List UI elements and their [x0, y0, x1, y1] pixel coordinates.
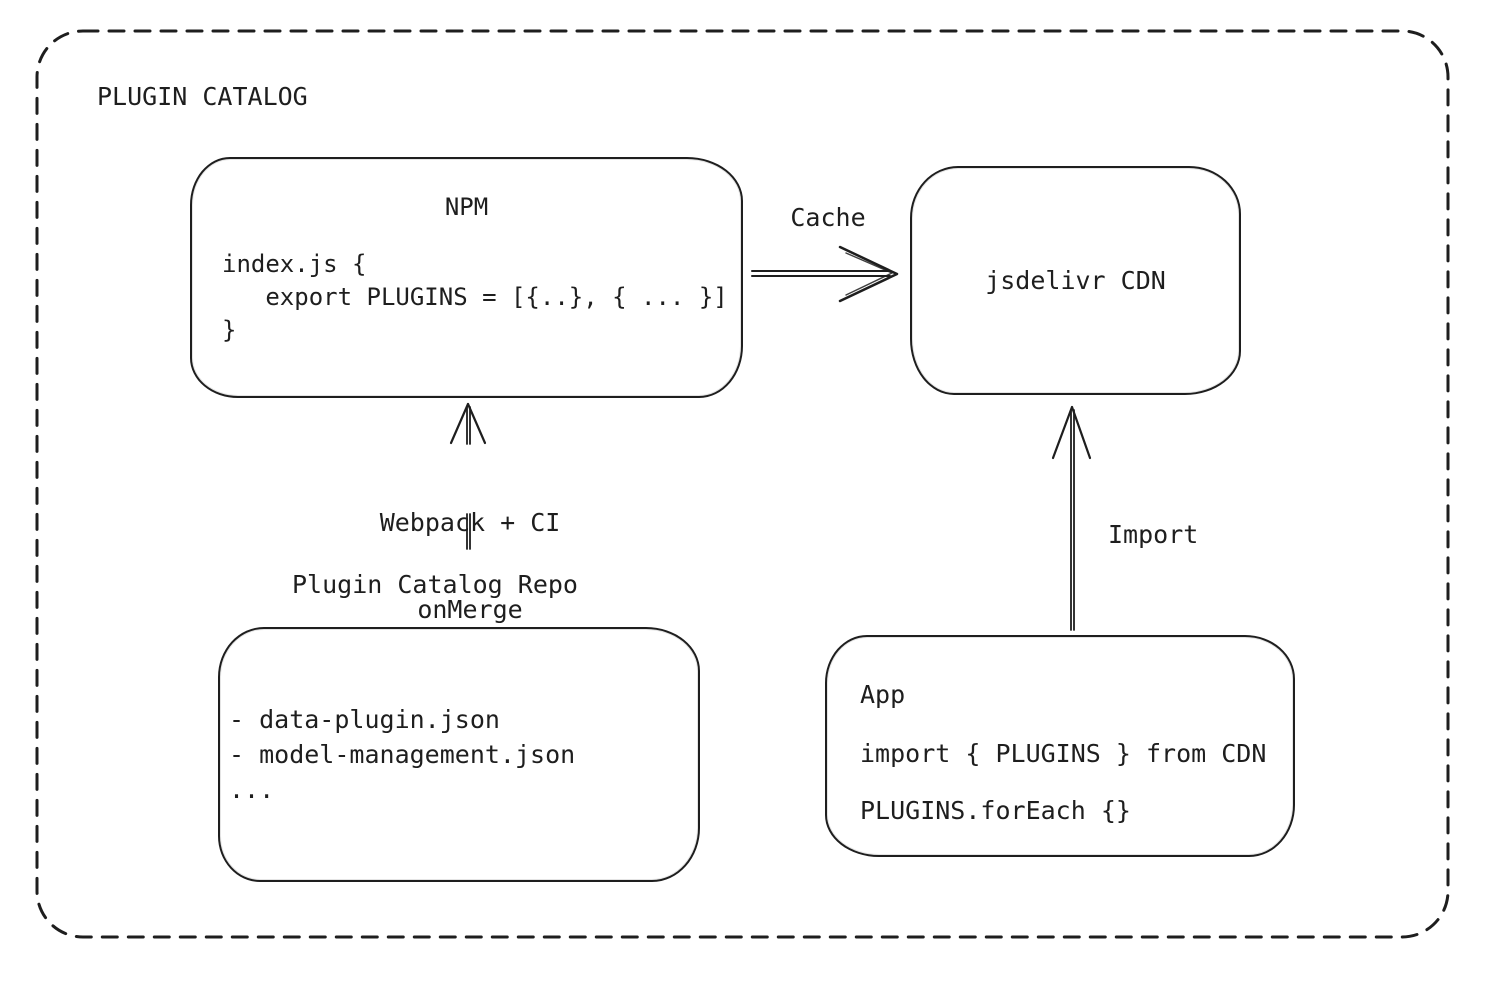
repo-file-line: - data-plugin.json	[229, 705, 500, 734]
repo-box-external-label: Plugin Catalog Repo	[292, 570, 578, 599]
webpack-arrow	[449, 402, 487, 550]
npm-code-line: export PLUGINS = [{..}, { ... }]	[222, 283, 728, 311]
app-box: App import { PLUGINS } from CDN PLUGINS.…	[825, 635, 1295, 857]
repo-file-line: - model-management.json	[229, 740, 576, 769]
cdn-box-label: jsdelivr CDN	[985, 266, 1166, 295]
webpack-arrow-label-line1: Webpack + CI	[379, 508, 561, 537]
repo-file-line: ...	[229, 775, 275, 804]
app-box-title: App	[860, 680, 906, 709]
import-arrow	[1051, 405, 1092, 631]
npm-box-title: NPM	[444, 193, 489, 221]
catalog-dashed-border	[35, 29, 1450, 939]
app-code-line: import { PLUGINS } from CDN	[860, 739, 1267, 768]
repo-box: - data-plugin.json - model-management.js…	[218, 627, 700, 882]
npm-box: NPM index.js { export PLUGINS = [{..}, {…	[190, 157, 743, 398]
npm-code-line: index.js {	[222, 250, 367, 278]
page-title: PLUGIN CATALOG	[97, 82, 308, 111]
cache-arrow	[751, 245, 899, 303]
cache-arrow-label: Cache	[790, 203, 866, 232]
import-arrow-label: Import	[1108, 520, 1199, 549]
npm-code-line: }	[222, 316, 237, 344]
cdn-box: jsdelivr CDN	[910, 166, 1241, 395]
app-code-line: PLUGINS.forEach {}	[860, 796, 1131, 825]
webpack-arrow-label-line2: onMerge	[417, 595, 523, 624]
webpack-arrow-label: Webpack + CI onMerge	[340, 450, 600, 682]
npm-code-block: index.js { export PLUGINS = [{..}, { ...…	[192, 248, 741, 347]
